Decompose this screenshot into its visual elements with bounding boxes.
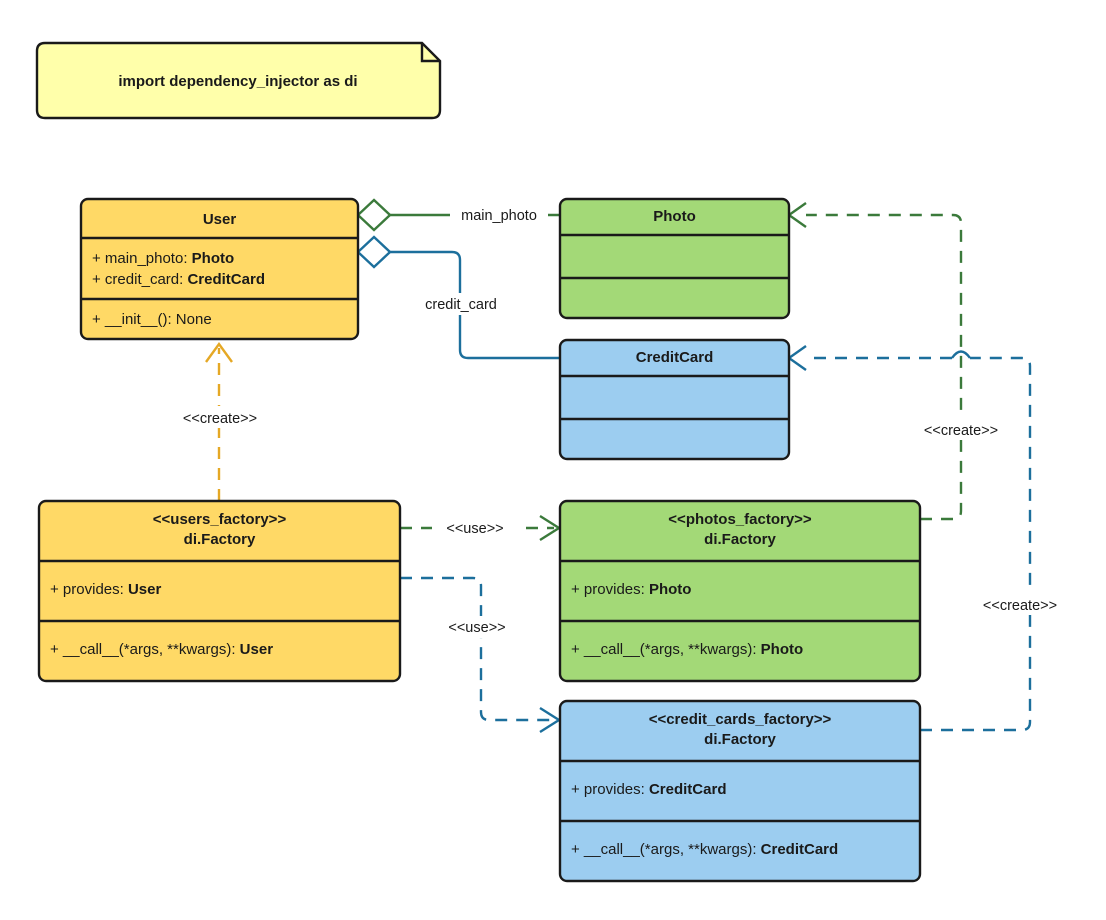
user-body bbox=[79, 197, 360, 341]
user-attribute-main-photo: + main_photo: Photo bbox=[92, 250, 234, 267]
creditcard-class-name: CreditCard bbox=[636, 349, 714, 366]
relationship-use-photos: <<use>> bbox=[400, 514, 562, 542]
credit-cards-factory-stereotype: <<credit_cards_factory>> bbox=[649, 711, 832, 728]
main-photo-label-bg bbox=[450, 204, 548, 226]
create-credit-card-label-bg bbox=[965, 593, 1075, 615]
create-photo-line bbox=[806, 213, 963, 521]
class-box-users-factory[interactable]: <<users_factory>> di.Factory + provides:… bbox=[37, 499, 402, 683]
photos-factory-stereotype: <<photos_factory>> bbox=[668, 511, 812, 528]
open-arrowhead-icon bbox=[205, 341, 233, 363]
aggregation-diamond-icon bbox=[356, 198, 392, 232]
class-box-user[interactable]: User + main_photo: Photo + credit_card: … bbox=[79, 197, 360, 341]
photos-factory-method-call: + __call__(*args, **kwargs): Photo bbox=[571, 641, 803, 658]
users-factory-stereotype: <<users_factory>> bbox=[153, 511, 287, 528]
users-factory-class-name: di.Factory bbox=[184, 531, 256, 548]
photos-factory-class-name: di.Factory bbox=[704, 531, 776, 548]
create-photo-label: <<create>> bbox=[924, 423, 998, 439]
open-arrowhead-icon bbox=[786, 202, 807, 228]
create-credit-card-line bbox=[806, 356, 1032, 732]
create-photo-label-bg bbox=[906, 418, 1016, 440]
credit-card-label-bg bbox=[408, 293, 514, 315]
create-credit-card-label: <<create>> bbox=[983, 598, 1057, 614]
use-credit-cards-label: <<use>> bbox=[448, 620, 505, 636]
relationship-create-credit-card: <<create>> bbox=[786, 345, 1075, 732]
credit-card-label: credit_card bbox=[425, 297, 497, 313]
class-box-photo[interactable]: Photo bbox=[558, 197, 791, 320]
class-box-creditcard[interactable]: CreditCard bbox=[558, 338, 791, 461]
user-class-name: User bbox=[203, 211, 237, 228]
relationship-credit-card: credit_card bbox=[356, 235, 560, 360]
creditcard-body bbox=[558, 338, 791, 461]
class-box-photos-factory[interactable]: <<photos_factory>> di.Factory + provides… bbox=[558, 499, 922, 683]
create-user-label-bg bbox=[165, 406, 275, 428]
relationship-main-photo: main_photo bbox=[356, 198, 560, 232]
note-body bbox=[35, 41, 442, 120]
class-box-credit-cards-factory[interactable]: <<credit_cards_factory>> di.Factory + pr… bbox=[558, 699, 922, 883]
photo-body bbox=[558, 197, 791, 320]
line-hop-icon bbox=[951, 350, 971, 359]
user-method-init: + __init__(): None bbox=[92, 311, 212, 328]
credit-cards-factory-method-call: + __call__(*args, **kwargs): CreditCard bbox=[571, 841, 838, 858]
relationship-create-photo: <<create>> bbox=[786, 202, 1016, 521]
photos-factory-body bbox=[558, 499, 922, 683]
note-text: import dependency_injector as di bbox=[118, 73, 357, 90]
photo-class-name: Photo bbox=[653, 208, 696, 225]
users-factory-method-call: + __call__(*args, **kwargs): User bbox=[50, 641, 273, 658]
use-photos-label-bg bbox=[432, 517, 518, 539]
credit-cards-factory-attribute-provides: + provides: CreditCard bbox=[571, 781, 726, 798]
note-import-dependency-injector: import dependency_injector as di bbox=[35, 41, 442, 120]
credit-cards-factory-body bbox=[558, 699, 922, 883]
users-factory-attribute-provides: + provides: User bbox=[50, 581, 161, 598]
relationship-use-credit-cards: <<use>> bbox=[400, 576, 562, 734]
aggregation-diamond-icon bbox=[356, 235, 392, 269]
relationship-create-user: <<create>> bbox=[165, 341, 275, 501]
create-user-label: <<create>> bbox=[183, 411, 257, 427]
user-attribute-credit-card: + credit_card: CreditCard bbox=[92, 271, 265, 288]
credit-cards-factory-class-name: di.Factory bbox=[704, 731, 776, 748]
photos-factory-attribute-provides: + provides: Photo bbox=[571, 581, 691, 598]
use-credit-cards-label-bg bbox=[434, 616, 520, 638]
use-credit-cards-line bbox=[400, 576, 554, 722]
use-photos-label: <<use>> bbox=[446, 521, 503, 537]
main-photo-label: main_photo bbox=[461, 208, 537, 224]
users-factory-body bbox=[37, 499, 402, 683]
open-arrowhead-icon bbox=[786, 345, 807, 371]
note-fold-icon bbox=[420, 43, 440, 63]
